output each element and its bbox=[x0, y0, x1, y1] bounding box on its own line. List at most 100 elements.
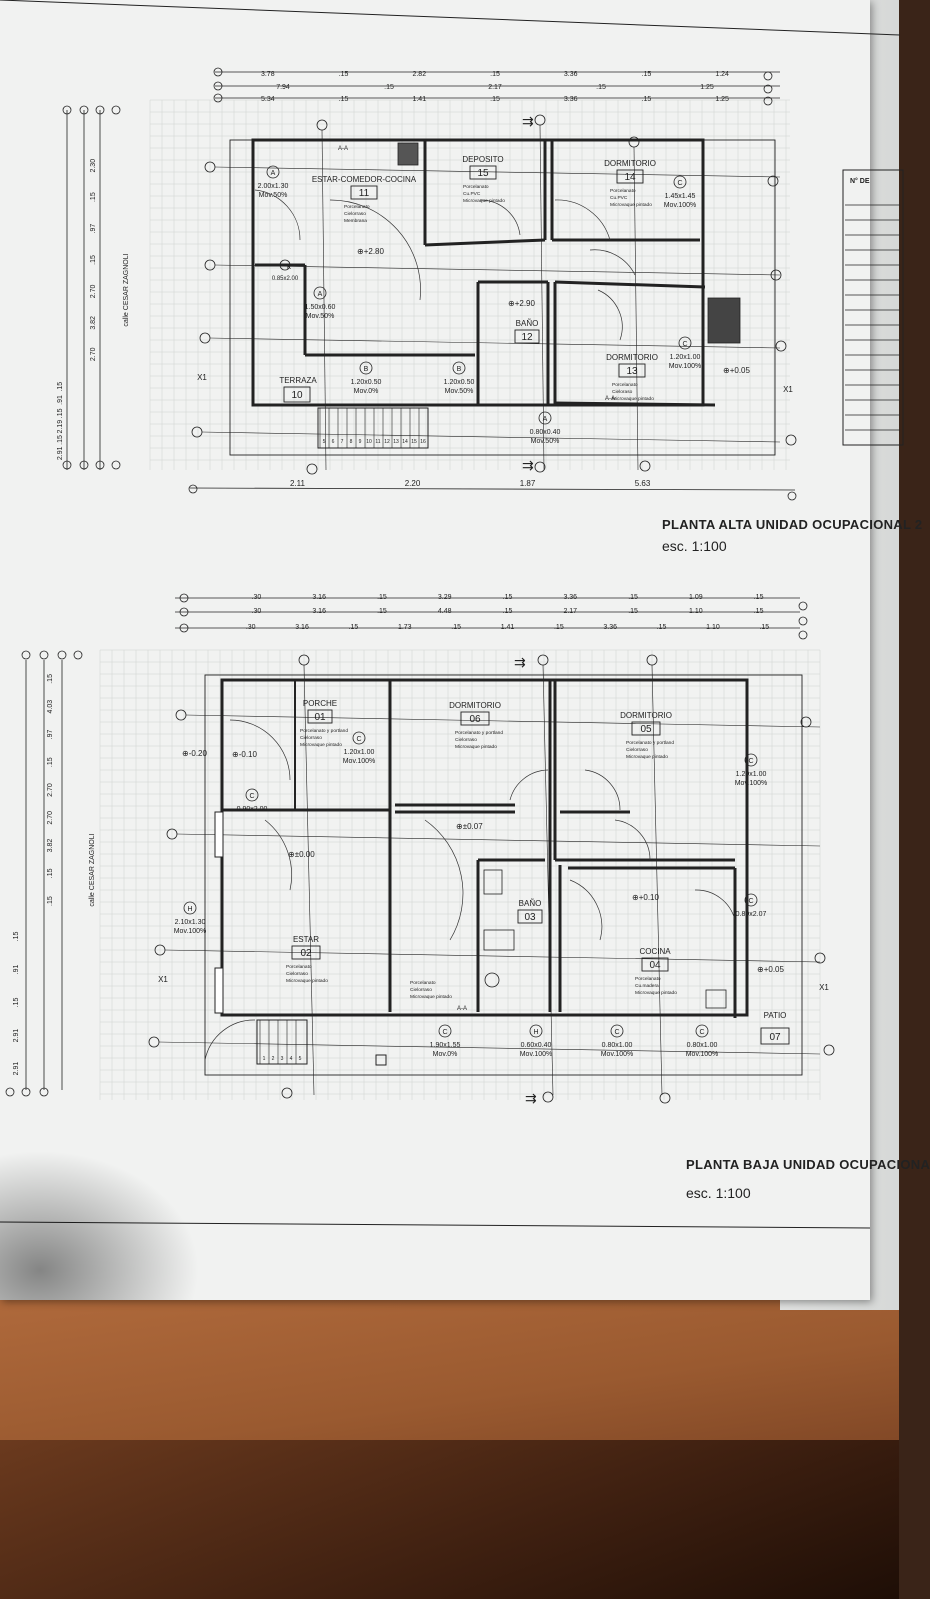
upper-side-dim: .15 bbox=[90, 255, 97, 265]
upper-window-5-size: 1.20x0.50 bbox=[444, 379, 475, 386]
upper-dim-bubble bbox=[213, 93, 223, 103]
upper-axis-bubble bbox=[199, 332, 211, 344]
lower-stair-step-number: 1 bbox=[263, 1056, 266, 1062]
upper-side-dim: .15 bbox=[57, 408, 64, 418]
lower-dim-1: 3.36 bbox=[563, 594, 577, 601]
upper-dim-3: .15 bbox=[490, 96, 500, 103]
upper-stair-step-number: 14 bbox=[402, 439, 408, 445]
lower-dim-3: 1.73 bbox=[398, 624, 412, 631]
lower-axis-bubble bbox=[814, 952, 826, 964]
upper-room-deposito-finish: Porcelanato bbox=[463, 184, 489, 190]
upper-room-dormitorio-14-name: DORMITORIO bbox=[604, 159, 656, 168]
lower-window-4-tag: H bbox=[187, 906, 192, 913]
upper-street-label: calle CESAR ZAGNOLI bbox=[123, 253, 130, 326]
lower-dim-1: .15 bbox=[754, 594, 764, 601]
lower-sink bbox=[484, 972, 500, 988]
lower-side-bubble bbox=[73, 650, 83, 660]
lower-window-1-mov: Mov.100% bbox=[343, 758, 376, 765]
upper-axis-bubble bbox=[639, 460, 651, 472]
upper-section-arrow: ⇉ bbox=[522, 457, 534, 473]
lower-dim-bubble bbox=[798, 601, 808, 611]
lower-window-6-tag: C bbox=[442, 1029, 447, 1036]
upper-axis-bubble bbox=[770, 269, 782, 281]
lower-dim-3: .15 bbox=[657, 624, 667, 631]
lower-room-patio-number-box bbox=[760, 1027, 790, 1045]
lower-wall-pier bbox=[214, 967, 224, 1014]
upper-dim-3: 1.25 bbox=[715, 96, 729, 103]
lower-door-swing bbox=[584, 769, 621, 811]
lower-room-porche-finish: Cielorraso bbox=[300, 735, 322, 741]
upper-dim-2: 1.25 bbox=[700, 84, 714, 91]
lower-dim-2: .30 bbox=[252, 608, 262, 615]
upper-room-dormitorio-14-number: 14 bbox=[624, 172, 636, 183]
upper-axis-bubble bbox=[306, 463, 318, 475]
upper-window-5-bubble bbox=[452, 361, 466, 375]
lower-side-dim: 2.70 bbox=[47, 783, 54, 797]
upper-axis-bubble bbox=[775, 340, 787, 352]
lower-toilet bbox=[483, 869, 503, 895]
lower-hall-finish: Microvaque pintado bbox=[410, 994, 452, 1000]
lower-room-porche-name: PORCHE bbox=[303, 699, 337, 708]
lower-window-7-mov: Mov.100% bbox=[520, 1051, 553, 1058]
lower-hall-finish: Cielorraso bbox=[410, 987, 432, 993]
lower-window-3-tag: C bbox=[249, 793, 254, 800]
upper-room-dormitorio-13-finish: Microvaque pintado bbox=[612, 396, 654, 402]
upper-side-dim: .97 bbox=[90, 224, 97, 234]
lower-side-dim: .15 bbox=[47, 674, 54, 684]
upper-room-estar-finish: Porcelanato bbox=[344, 204, 370, 210]
lower-room-dormitorio-05-finish: Microvaque pintado bbox=[626, 754, 668, 760]
upper-axis-bubble bbox=[785, 434, 797, 446]
lower-room-estar-number: 02 bbox=[300, 948, 312, 959]
lower-section-arrow: ⇉ bbox=[514, 654, 526, 670]
upper-window-7-mov: Mov.50% bbox=[531, 438, 560, 445]
upper-dim-bubble bbox=[213, 81, 223, 91]
upper-dim-bottom-line bbox=[189, 487, 796, 491]
upper-dim-2: .15 bbox=[596, 84, 606, 91]
lower-stair-step-number: 5 bbox=[299, 1056, 302, 1062]
upper-window-1-mov: Mov.50% bbox=[259, 192, 288, 199]
lower-dim-1: .30 bbox=[252, 594, 262, 601]
upper-door-swing bbox=[329, 199, 421, 301]
lower-side-bubble bbox=[39, 1087, 49, 1097]
lower-axis-bubble bbox=[800, 716, 812, 728]
upper-dim-bottom: 2.11 bbox=[290, 479, 306, 488]
upper-level-2: ⊕+2.90 bbox=[508, 299, 535, 308]
upper-section-x1-left: X1 bbox=[197, 373, 207, 382]
lower-dim-1: 3.29 bbox=[438, 594, 452, 601]
lower-door-swing bbox=[509, 769, 549, 801]
sheet-border-line bbox=[0, 0, 901, 36]
upper-window-6-mov: Mov.100% bbox=[669, 363, 702, 370]
upper-axis-line bbox=[321, 129, 327, 471]
upper-dim-3: 1.41 bbox=[412, 96, 426, 103]
lower-dim-3: .30 bbox=[246, 624, 256, 631]
lower-dim-bubble bbox=[179, 623, 189, 633]
lower-dim-3: .15 bbox=[349, 624, 359, 631]
upper-room-dormitorio-14-finish: Microvaque pintado bbox=[610, 202, 652, 208]
lower-dim-3: 1.10 bbox=[706, 624, 720, 631]
upper-window-6-bubble bbox=[678, 336, 692, 350]
upper-side-dim: 2.70 bbox=[90, 347, 97, 361]
lower-dim-1: 1.09 bbox=[689, 594, 703, 601]
upper-window-7-tag: A bbox=[543, 416, 548, 423]
upper-stair-hatch bbox=[707, 297, 741, 344]
lower-door-swing bbox=[204, 1019, 256, 1061]
upper-side-bubble bbox=[79, 105, 89, 115]
upper-axis-line bbox=[214, 264, 781, 276]
upper-stair-step-number: 12 bbox=[384, 439, 390, 445]
upper-room-dormitorio-13-finish: Porcelanato bbox=[612, 382, 638, 388]
upper-window-1-tag: A bbox=[271, 170, 276, 177]
upper-side-dim: 2.91 bbox=[57, 446, 64, 460]
upper-side-dim: .15 bbox=[57, 382, 64, 392]
upper-axis-bubble bbox=[534, 114, 546, 126]
lower-dim-1: .15 bbox=[628, 594, 638, 601]
lower-door-swing bbox=[424, 819, 464, 941]
lower-side-dim: .91 bbox=[13, 965, 20, 975]
lower-window-1-bubble bbox=[352, 731, 366, 745]
hand-shadow bbox=[0, 1150, 200, 1300]
upper-room-estar-number-box bbox=[350, 185, 378, 200]
upper-plan-scale: esc. 1:100 bbox=[662, 538, 727, 554]
upper-room-estar-number: 11 bbox=[359, 188, 370, 199]
lower-window-2-mov: Mov.100% bbox=[735, 780, 768, 787]
lower-dim-2: .15 bbox=[754, 608, 764, 615]
lower-window-9-bubble bbox=[695, 1024, 709, 1038]
